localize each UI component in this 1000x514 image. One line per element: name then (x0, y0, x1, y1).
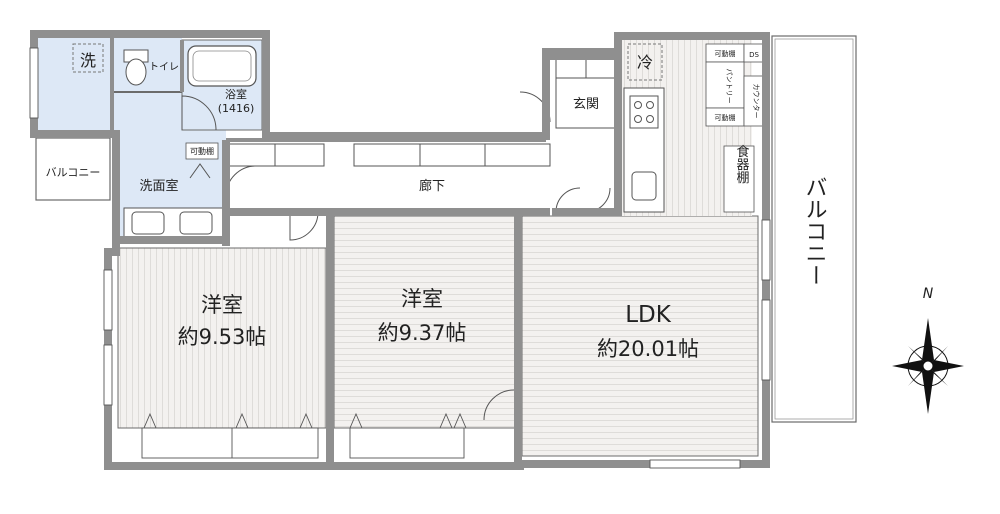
western-room-2-name: 洋室 (401, 287, 443, 311)
ds-label: DS (749, 51, 759, 59)
bathtub-icon (187, 45, 257, 87)
hallway-label: 廊下 (419, 178, 445, 194)
toilet-fixture (112, 49, 182, 93)
windows (29, 47, 771, 469)
pantry-block (705, 43, 765, 213)
compass-north-label: N (923, 286, 934, 302)
kitchen-counter (623, 87, 665, 213)
balcony-large (771, 35, 857, 423)
western-room-2-floor (333, 215, 517, 429)
pantry-label: パントリー (725, 68, 733, 103)
washer-pan-icon (72, 43, 104, 73)
ldk-area: 約20.01帖 (597, 337, 699, 361)
washroom-label: 洗面室 (139, 178, 178, 194)
shelf-top-label: 可動棚 (715, 49, 736, 58)
counter-label: カウンター (752, 84, 761, 119)
kitchen-sink-icon (631, 171, 657, 201)
ldk-floor (521, 215, 759, 457)
walls (30, 30, 770, 470)
entrance-label: 玄関 (573, 97, 599, 112)
balcony-large-label: バルコニー (802, 176, 827, 286)
fridge-label: 冷 (637, 53, 653, 72)
western-room-2-area: 約9.37帖 (378, 321, 467, 345)
stove-icon (629, 95, 659, 129)
movable-shelf-label: 可動棚 (190, 146, 214, 156)
shelf-bottom-label: 可動棚 (715, 113, 736, 122)
bathroom-size: (1416) (218, 102, 255, 115)
western-room-1-name: 洋室 (201, 293, 243, 317)
washbasin-counter (123, 207, 225, 239)
bathroom (181, 39, 263, 131)
hallway-floor (226, 166, 556, 212)
toilet-icon (125, 58, 147, 86)
balcony-small (35, 137, 111, 201)
ldk-name: LDK (625, 302, 672, 328)
sink-icon (179, 211, 213, 235)
cupboard-label: 食器棚 (734, 144, 750, 184)
closet-doors (141, 412, 467, 459)
washer-label: 洗 (80, 51, 96, 70)
entrance (555, 57, 617, 129)
balcony-small-label: バルコニー (46, 166, 101, 179)
movable-shelf-washroom (185, 142, 219, 160)
bathroom-label: 浴室 (225, 87, 247, 101)
inner-walls (110, 38, 616, 142)
compass-icon (892, 318, 964, 414)
western-room-1-area: 約9.53帖 (178, 325, 267, 349)
hallway-storage (225, 143, 551, 167)
fridge-space-icon (627, 43, 663, 81)
western-room-1-floor (117, 247, 327, 429)
sink-icon (131, 211, 165, 235)
toilet-label: トイレ (149, 62, 179, 73)
